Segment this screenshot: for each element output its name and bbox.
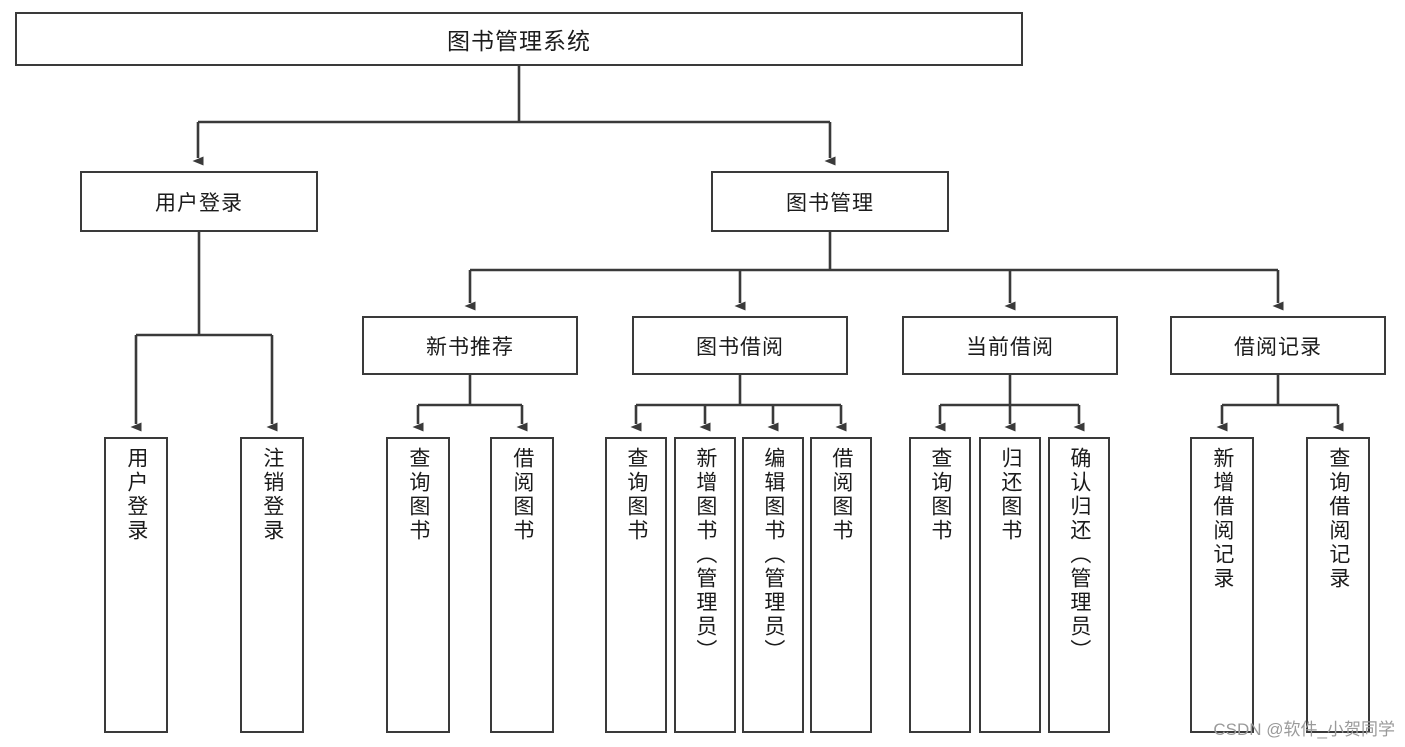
node-borrow-record[interactable]: 借阅记录: [1170, 316, 1386, 375]
node-book-management[interactable]: 图书管理: [711, 171, 949, 232]
node-root-book-management-system[interactable]: 图书管理系统: [15, 12, 1023, 66]
node-label: 归还图书: [998, 447, 1022, 543]
node-leaf-borrow-book-recommend[interactable]: 借阅图书: [490, 437, 554, 733]
node-leaf-borrow-book[interactable]: 借阅图书: [810, 437, 872, 733]
node-leaf-user-login[interactable]: 用户登录: [104, 437, 168, 733]
node-leaf-add-borrow-record[interactable]: 新增借阅记录: [1190, 437, 1254, 733]
node-label: 图书管理系统: [447, 28, 591, 54]
node-leaf-return-book[interactable]: 归还图书: [979, 437, 1041, 733]
node-label: 查询借阅记录: [1326, 447, 1350, 591]
node-label: 注销登录: [260, 447, 284, 543]
node-label: 查询图书: [928, 447, 952, 543]
node-label: 新书推荐: [426, 335, 514, 359]
node-label: 图书管理: [786, 191, 874, 215]
watermark-text: CSDN @软件_小贺同学: [1213, 720, 1395, 739]
node-label: 用户登录: [124, 447, 148, 543]
node-label: 新增图书（管理员）: [693, 447, 717, 663]
node-label: 借阅图书: [510, 447, 534, 543]
node-leaf-query-book-current[interactable]: 查询图书: [909, 437, 971, 733]
node-label: 查询图书: [406, 447, 430, 543]
node-leaf-query-book-borrow[interactable]: 查询图书: [605, 437, 667, 733]
node-label: 编辑图书（管理员）: [761, 447, 785, 663]
node-current-borrow[interactable]: 当前借阅: [902, 316, 1118, 375]
node-leaf-edit-book[interactable]: 编辑图书（管理员）: [742, 437, 804, 733]
node-leaf-query-borrow-record[interactable]: 查询借阅记录: [1306, 437, 1370, 733]
node-label: 借阅记录: [1234, 335, 1322, 359]
node-user-login[interactable]: 用户登录: [80, 171, 318, 232]
node-new-book-recommend[interactable]: 新书推荐: [362, 316, 578, 375]
node-label: 查询图书: [624, 447, 648, 543]
node-leaf-query-book-recommend[interactable]: 查询图书: [386, 437, 450, 733]
node-label: 当前借阅: [966, 335, 1054, 359]
node-leaf-confirm-return[interactable]: 确认归还（管理员）: [1048, 437, 1110, 733]
node-label: 确认归还（管理员）: [1067, 447, 1091, 663]
node-label: 用户登录: [155, 191, 243, 215]
node-book-borrow[interactable]: 图书借阅: [632, 316, 848, 375]
node-label: 新增借阅记录: [1210, 447, 1234, 591]
node-label: 借阅图书: [829, 447, 853, 543]
node-leaf-add-book[interactable]: 新增图书（管理员）: [674, 437, 736, 733]
node-label: 图书借阅: [696, 335, 784, 359]
node-leaf-logout-login[interactable]: 注销登录: [240, 437, 304, 733]
